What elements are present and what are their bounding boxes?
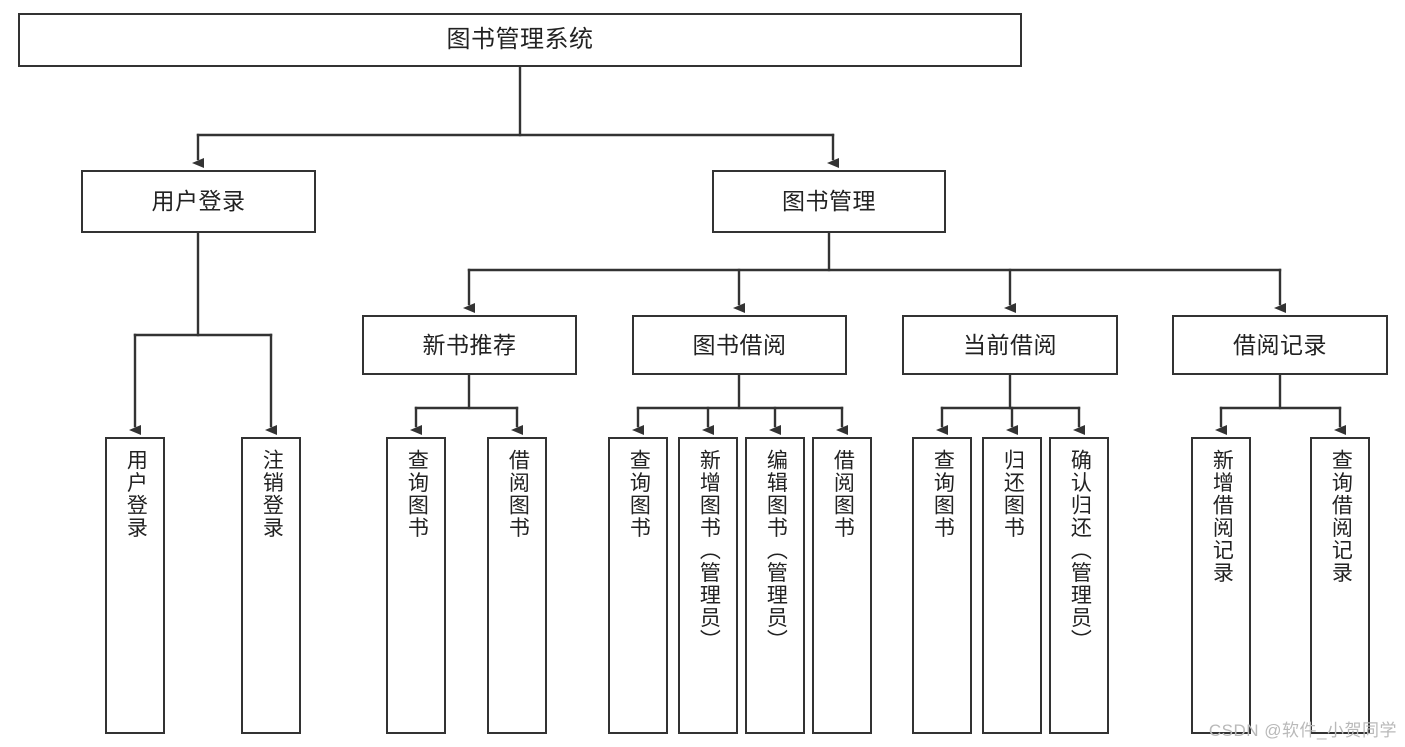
- node-book-borrow[interactable]: 图书借阅: [632, 315, 847, 375]
- leaf-query-book-current[interactable]: 查询图书: [912, 437, 972, 734]
- leaf-borrow-book[interactable]: 借阅图书: [812, 437, 872, 734]
- leaf-confirm-return-admin[interactable]: 确认归还（管理员）: [1049, 437, 1109, 734]
- node-label: 注销登录: [260, 449, 284, 539]
- node-book-management[interactable]: 图书管理: [712, 170, 946, 233]
- node-label: 编辑图书（管理员）: [764, 449, 788, 652]
- watermark: CSDN @软件_小贺同学: [1208, 721, 1397, 740]
- node-label: 当前借阅: [963, 331, 1057, 358]
- leaf-query-book-recommend[interactable]: 查询图书: [386, 437, 446, 734]
- leaf-add-borrow-record[interactable]: 新增借阅记录: [1191, 437, 1251, 734]
- node-label: 查询图书: [931, 449, 955, 539]
- node-label: 借阅图书: [831, 449, 855, 539]
- node-label: 查询借阅记录: [1329, 449, 1353, 584]
- node-label: 图书管理系统: [446, 26, 594, 53]
- node-label: 借阅记录: [1233, 331, 1327, 358]
- leaf-borrow-book-recommend[interactable]: 借阅图书: [487, 437, 547, 734]
- node-label: 新增借阅记录: [1210, 449, 1234, 584]
- node-label: 查询图书: [627, 449, 651, 539]
- node-label: 用户登录: [124, 449, 148, 539]
- node-label: 归还图书: [1001, 449, 1025, 539]
- leaf-logout[interactable]: 注销登录: [241, 437, 301, 734]
- node-label: 借阅图书: [506, 449, 530, 539]
- node-label: 图书借阅: [692, 331, 787, 358]
- node-label: 查询图书: [405, 449, 429, 539]
- leaf-user-login[interactable]: 用户登录: [105, 437, 165, 734]
- node-label: 新书推荐: [422, 331, 517, 358]
- leaf-add-book-admin[interactable]: 新增图书（管理员）: [678, 437, 738, 734]
- node-label: 用户登录: [151, 188, 246, 214]
- node-new-book-recommend[interactable]: 新书推荐: [362, 315, 577, 375]
- node-label: 确认归还（管理员）: [1068, 449, 1092, 652]
- node-root-system[interactable]: 图书管理系统: [18, 13, 1022, 67]
- leaf-return-book[interactable]: 归还图书: [982, 437, 1042, 734]
- node-label: 图书管理: [782, 188, 876, 214]
- node-label: 新增图书（管理员）: [697, 449, 721, 652]
- node-user-login[interactable]: 用户登录: [81, 170, 316, 233]
- leaf-edit-book-admin[interactable]: 编辑图书（管理员）: [745, 437, 805, 734]
- node-borrow-records[interactable]: 借阅记录: [1172, 315, 1388, 375]
- leaf-query-book-borrow[interactable]: 查询图书: [608, 437, 668, 734]
- leaf-query-borrow-record[interactable]: 查询借阅记录: [1310, 437, 1370, 734]
- node-current-borrow[interactable]: 当前借阅: [902, 315, 1118, 375]
